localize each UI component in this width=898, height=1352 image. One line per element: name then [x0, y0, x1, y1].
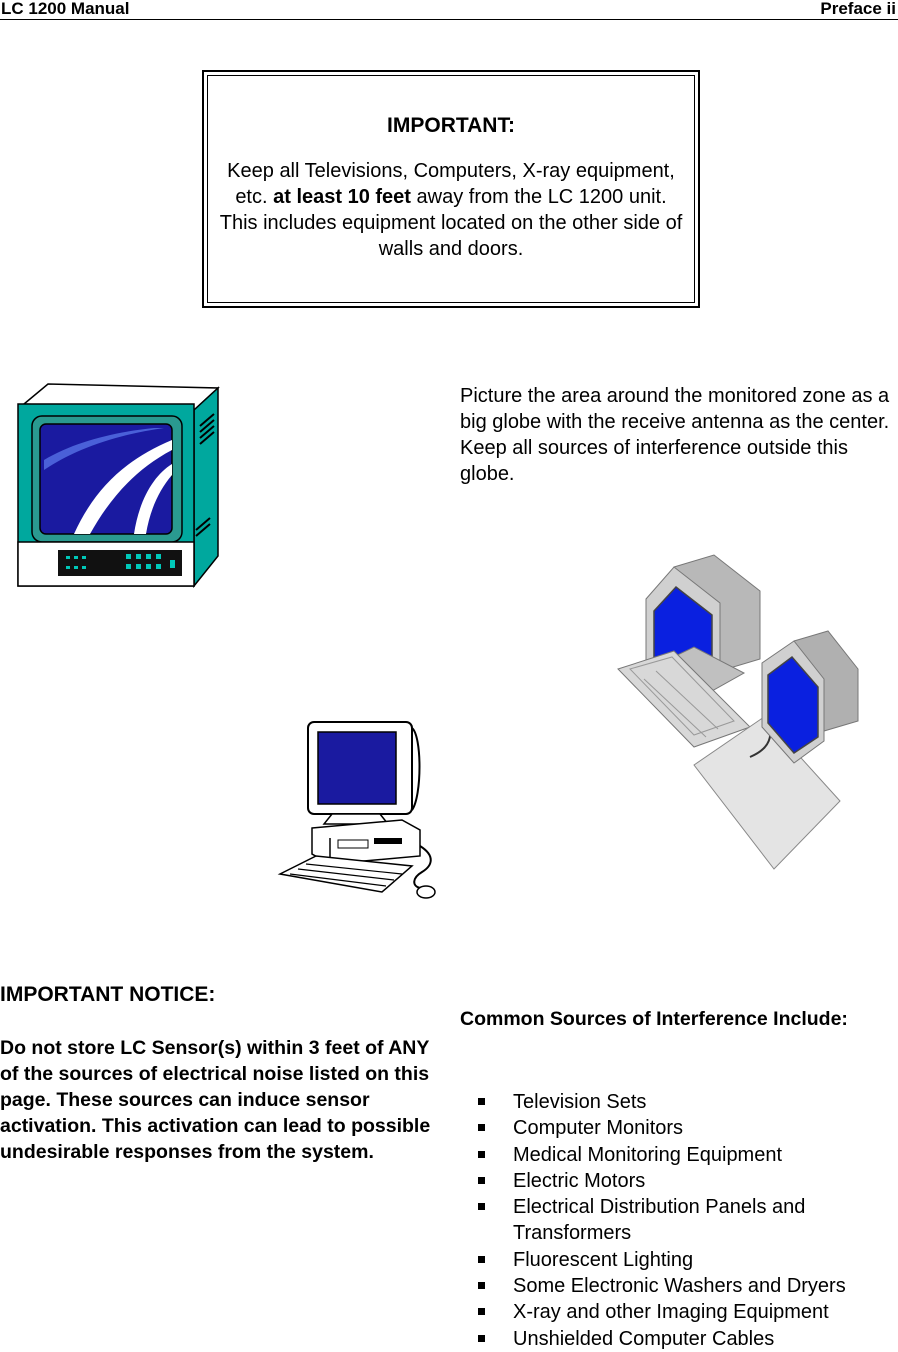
important-title: IMPORTANT: [387, 114, 515, 137]
important-text: Keep all Televisions, Computers, X-ray e… [208, 158, 694, 262]
page-number: Preface ii [820, 0, 896, 18]
list-item-label: Electrical Distribution Panels and Trans… [513, 1196, 806, 1245]
networked-computers-clipart [617, 554, 859, 870]
list-item: Some Electronic Washers and Dryers [460, 1273, 898, 1299]
desktop-computer-clipart [277, 721, 436, 899]
list-item-label: Computer Monitors [513, 1117, 684, 1140]
list-item: Fluorescent Lighting [460, 1247, 898, 1273]
list-item-label: Electric Motors [513, 1169, 646, 1192]
list-item-label: Television Sets [513, 1091, 647, 1113]
page-header: LC 1200 Manual Preface ii [0, 0, 898, 20]
list-item: Computer Monitors [460, 1115, 898, 1141]
list-item-label: Medical Monitoring Equipment [513, 1143, 783, 1166]
square-bullet-icon [478, 1203, 485, 1211]
list-item: Electrical Distribution Panels and Trans… [460, 1194, 898, 1247]
square-bullet-icon [478, 1124, 485, 1132]
list-item: Medical Monitoring Equipment [460, 1142, 898, 1168]
notice-body: Do not store LC Sensor(s) within 3 feet … [0, 1037, 431, 1163]
list-item-label: Unshielded Computer Cables [513, 1327, 775, 1350]
notice-title: IMPORTANT NOTICE: [0, 983, 216, 1006]
square-bullet-icon [478, 1176, 485, 1184]
important-text-start: Keep all Televisions, Computers, X-ray e… [227, 160, 675, 208]
square-bullet-icon [478, 1150, 485, 1158]
square-bullet-icon [478, 1282, 485, 1290]
list-item-label: X-ray and other Imaging Equipment [513, 1301, 829, 1324]
sources-list: Television Sets Computer Monitors Medica… [460, 1089, 898, 1352]
list-item: Television Sets [460, 1089, 898, 1115]
list-item-label: Some Electronic Washers and Dryers [513, 1275, 846, 1298]
important-text-end: away from the LC 1200 unit. This include… [219, 186, 683, 260]
list-item: X-ray and other Imaging Equipment [460, 1299, 898, 1325]
list-item: Unshielded Computer Cables [460, 1326, 898, 1352]
manual-title: LC 1200 Manual [1, 0, 130, 18]
important-distance: at least 10 feet [273, 186, 411, 208]
list-item-label: Fluorescent Lighting [513, 1248, 694, 1271]
sources-title: Common Sources of Interference Include: [460, 1008, 848, 1030]
important-box: IMPORTANT: Keep all Televisions, Compute… [202, 70, 700, 308]
square-bullet-icon [478, 1308, 485, 1316]
list-item: Electric Motors [460, 1168, 898, 1194]
important-box-inner: IMPORTANT: Keep all Televisions, Compute… [207, 75, 695, 303]
television-clipart [17, 383, 220, 589]
globe-instruction: Picture the area around the monitored zo… [460, 385, 890, 485]
square-bullet-icon [478, 1334, 485, 1342]
square-bullet-icon [478, 1255, 485, 1263]
square-bullet-icon [478, 1098, 485, 1105]
